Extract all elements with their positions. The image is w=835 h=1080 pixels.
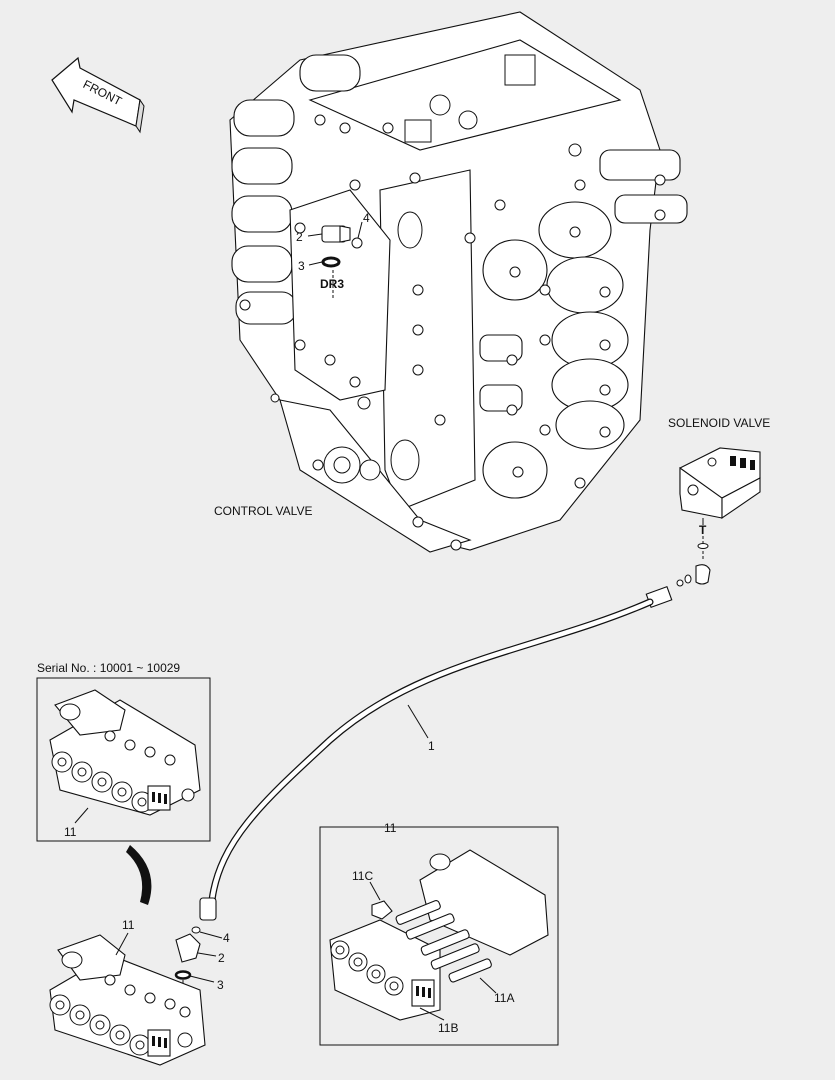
part-11-callout-inset: 11 — [64, 825, 77, 839]
hose-bottom-fitting — [174, 897, 217, 996]
solenoid-valve-drawing — [679, 447, 761, 525]
part-3-callout-bottom: 3 — [217, 978, 224, 992]
control-valve-drawing — [229, 11, 688, 553]
pilot-valve-inset-drawing — [49, 689, 201, 816]
part-2-callout-bottom: 2 — [218, 951, 225, 965]
part-1-callout: 1 — [428, 739, 435, 753]
control-valve-label: CONTROL VALVE — [214, 504, 312, 518]
pilot-valve-exploded-drawing — [329, 849, 549, 1021]
part-2-callout-top: 2 — [296, 230, 303, 244]
port-t-label: T — [699, 523, 707, 537]
front-arrow-icon: FRONT — [51, 56, 145, 134]
port-dr3-label: DR3 — [320, 277, 344, 291]
part-3-callout-top: 3 — [298, 259, 305, 273]
part-11c-callout: 11C — [352, 869, 373, 883]
part-11b-callout: 11B — [438, 1021, 458, 1035]
part-4-callout-bottom: 4 — [223, 931, 230, 945]
part-11-callout-bottom: 11 — [122, 918, 135, 932]
pilot-valve-bottom-drawing — [49, 934, 206, 1066]
hose-top-fitting — [645, 564, 711, 609]
serial-number-label: Serial No. : 10001 ~ 10029 — [37, 661, 180, 675]
solenoid-valve-label: SOLENOID VALVE — [668, 416, 770, 430]
detail-box-title: 11 — [384, 821, 397, 835]
part-4-callout-top: 4 — [363, 211, 370, 225]
transition-arrow-icon — [126, 845, 152, 905]
part-11a-callout: 11A — [494, 991, 514, 1005]
